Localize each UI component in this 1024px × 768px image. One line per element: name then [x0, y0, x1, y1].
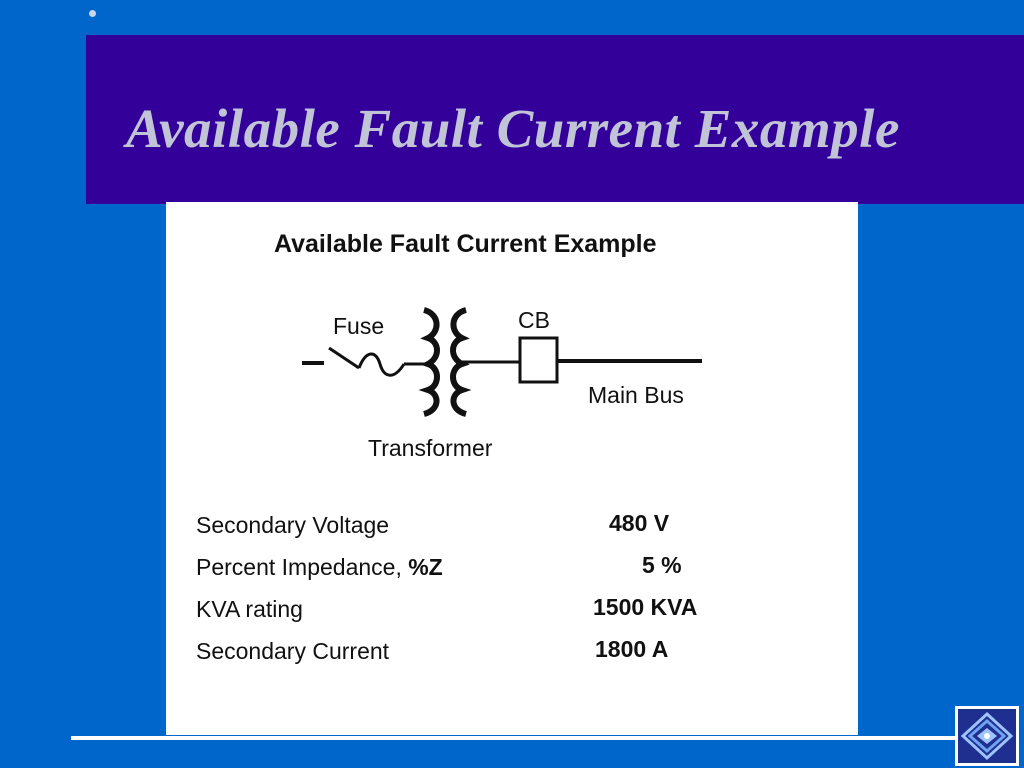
title-band: Available Fault Current Example: [86, 35, 1024, 204]
transformer-label: Transformer: [368, 435, 493, 461]
row-value-secondary-current: 1800 A: [595, 636, 669, 662]
switch-blade: [328, 346, 360, 370]
row-label-secondary-voltage: Secondary Voltage: [196, 512, 389, 539]
diamond-logo-icon: [955, 706, 1019, 766]
row-label-kva-rating: KVA rating: [196, 596, 303, 623]
figure-title: Available Fault Current Example: [274, 230, 657, 258]
footer-rule: [71, 736, 958, 740]
slide-title: Available Fault Current Example: [126, 98, 900, 159]
row-label-text: KVA rating: [196, 596, 303, 622]
row-label-text: Secondary Current: [196, 638, 390, 664]
figure-panel: Available Fault Current Example Fuse CB …: [166, 202, 858, 735]
row-label-text: Secondary Voltage: [196, 512, 390, 538]
row-label-secondary-current: Secondary Current: [196, 638, 389, 665]
row-value-percent-impedance: 5 %: [642, 552, 682, 578]
transformer-secondary-coil-icon: [450, 307, 472, 417]
logo-background: [958, 709, 1016, 763]
fuse-label: Fuse: [333, 313, 385, 339]
circuit-breaker-icon: [518, 336, 559, 384]
row-label-suffix: %Z: [408, 554, 443, 580]
fuse-icon: [357, 352, 406, 377]
one-line-diagram: [302, 307, 702, 417]
main-bus-label: Main Bus: [588, 382, 684, 408]
transformer-primary-coil-icon: [418, 307, 440, 417]
cb-label: CB: [518, 307, 550, 333]
row-label-text: Percent Impedance,: [196, 554, 409, 580]
row-label-percent-impedance: Percent Impedance, %Z: [196, 554, 443, 581]
logo-mark: [960, 711, 1014, 761]
row-value-kva-rating: 1500 KVA: [593, 594, 698, 620]
row-value-secondary-voltage: 480 V: [609, 510, 670, 536]
bullet-dot-icon: [89, 10, 96, 17]
